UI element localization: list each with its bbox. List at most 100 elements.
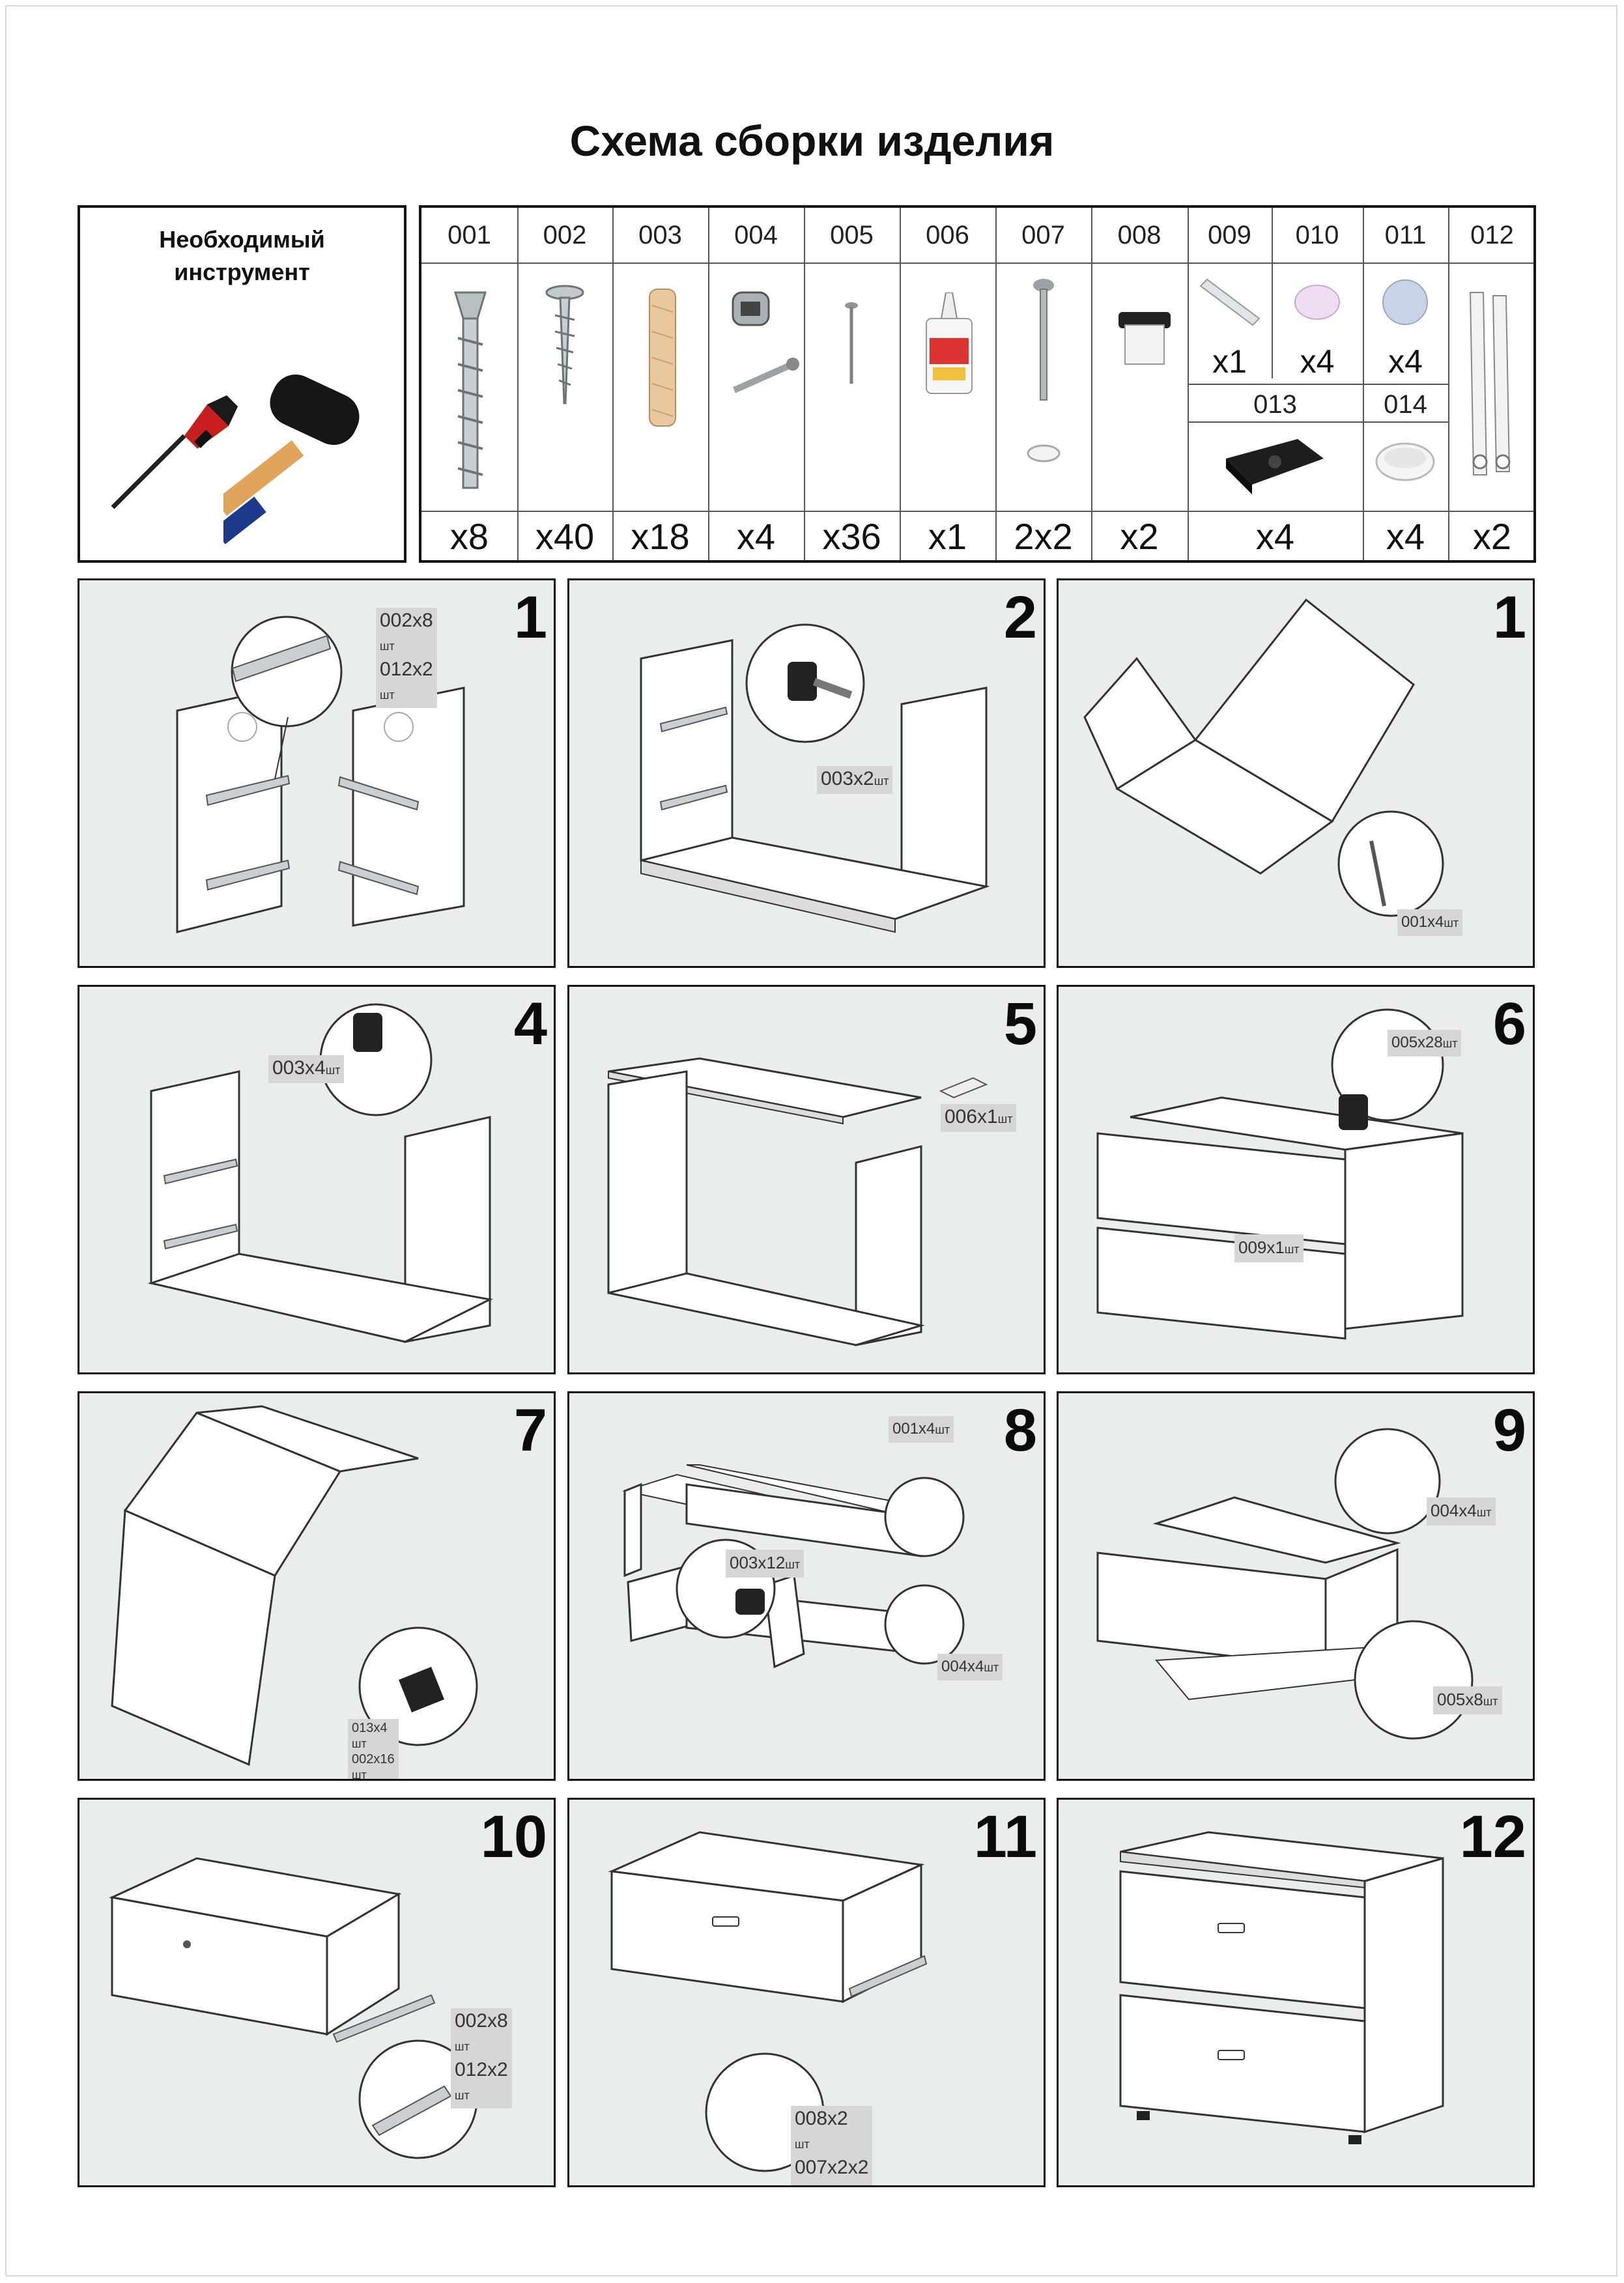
step-number: 2 bbox=[1003, 584, 1037, 651]
part-qty: x18 bbox=[631, 516, 690, 557]
tools-title: Необходимый инструмент bbox=[80, 223, 404, 289]
part-qty: x4 bbox=[1255, 516, 1295, 557]
part-qty: x40 bbox=[535, 516, 595, 557]
part-code: 008 bbox=[1117, 221, 1161, 249]
callout-unit: шт bbox=[935, 1423, 950, 1436]
part-code: 014 bbox=[1384, 390, 1427, 419]
parts-table: 001 002 003 004 005 006 007 008 009 010 … bbox=[419, 205, 1536, 563]
assembly-illustration bbox=[1083, 598, 1444, 917]
assembly-illustration bbox=[1096, 1008, 1464, 1340]
assembly-illustration bbox=[111, 1405, 478, 1766]
step-panel: 9 004x4шт 005x8шт bbox=[1057, 1391, 1535, 1781]
callout-unit: шт bbox=[455, 2089, 470, 2102]
parts-callout: 003x2шт bbox=[817, 766, 893, 794]
part-qty: x4 bbox=[736, 516, 776, 557]
step-number: 9 bbox=[1492, 1397, 1526, 1464]
col-divider bbox=[1448, 208, 1449, 560]
callout-text: 003x4 bbox=[272, 1057, 326, 1079]
callout-unit: шт bbox=[455, 2040, 470, 2053]
parts-callout: 004x4шт bbox=[937, 1654, 1003, 1680]
assembly-illustration bbox=[147, 1003, 493, 1343]
callout-text: 009x1 bbox=[1238, 1238, 1285, 1257]
step-panel: 5 006x1шт bbox=[567, 985, 1046, 1374]
part-qty: x2 bbox=[1472, 516, 1512, 557]
header-divider bbox=[421, 262, 1533, 264]
callout-unit: шт bbox=[325, 1064, 341, 1077]
step-number: 12 bbox=[1459, 1804, 1526, 1870]
callout-text: 006x1 bbox=[945, 1106, 998, 1127]
callout-unit: шт bbox=[1444, 916, 1459, 929]
assembly-illustration bbox=[176, 616, 465, 933]
parts-callout: 005x28шт bbox=[1388, 1030, 1462, 1056]
callout-unit: шт bbox=[874, 774, 889, 787]
callout-unit: шт bbox=[1483, 1695, 1498, 1708]
col-divider bbox=[708, 208, 709, 560]
callout-text: 001x4 bbox=[1401, 913, 1444, 931]
cam-lock-icon bbox=[732, 291, 799, 393]
callout-unit: шт bbox=[795, 2138, 810, 2151]
cap-icon bbox=[1382, 279, 1428, 325]
part-code: 003 bbox=[638, 221, 682, 249]
glide-icon bbox=[1375, 442, 1435, 481]
callout-unit: шт bbox=[1442, 1037, 1458, 1050]
parts-callout: 006x1шт bbox=[941, 1104, 1017, 1132]
part-qty: x1 bbox=[928, 516, 967, 557]
part-code: 011 bbox=[1384, 221, 1427, 249]
step-number: 10 bbox=[480, 1804, 547, 1870]
callout-text: 001x4 bbox=[892, 1420, 935, 1438]
part-code: 001 bbox=[448, 221, 491, 249]
parts-callout: 009x1шт bbox=[1234, 1234, 1303, 1262]
drawer-runner-icon bbox=[1469, 292, 1511, 475]
callout-text: 004x4 bbox=[1431, 1501, 1477, 1520]
parts-callout: 004x4шт bbox=[1427, 1497, 1496, 1525]
col-divider bbox=[1272, 208, 1273, 378]
callout-text: 008x2 bbox=[795, 2108, 848, 2129]
page-title: Схема сборки изделия bbox=[569, 117, 1055, 165]
step-number: 11 bbox=[973, 1804, 1037, 1870]
handle-screw-icon bbox=[1027, 279, 1061, 462]
part-code: 002 bbox=[543, 221, 587, 249]
callout-text: 002x8 bbox=[380, 610, 433, 631]
assembly-illustration bbox=[1119, 1831, 1444, 2144]
assembly-illustration bbox=[1096, 1428, 1474, 1740]
subrow-divider-top bbox=[1188, 384, 1448, 385]
col-divider bbox=[995, 208, 997, 560]
step-panel: 4 003x4шт bbox=[78, 985, 556, 1374]
parts-callout: 003x4шт bbox=[268, 1055, 345, 1083]
assembly-illustration bbox=[640, 623, 990, 933]
col-divider bbox=[1188, 208, 1189, 560]
part-qty: x8 bbox=[449, 516, 489, 557]
part-code: 009 bbox=[1208, 221, 1251, 249]
part-code: 010 bbox=[1295, 221, 1339, 249]
step-panel: 1 001x4шт bbox=[1057, 578, 1535, 968]
step-panel: 6 005x28шт 009x1шт bbox=[1057, 985, 1535, 1374]
col-divider bbox=[900, 208, 901, 560]
callout-unit: шт bbox=[380, 688, 395, 702]
parts-callout: 001x4шт bbox=[889, 1416, 954, 1443]
tools-box: Необходимый инструмент bbox=[78, 205, 406, 563]
step-number: 1 bbox=[513, 584, 547, 651]
step-number: 4 bbox=[513, 991, 547, 1057]
part-code: 013 bbox=[1253, 390, 1297, 419]
support-foot-icon bbox=[1226, 439, 1324, 494]
callout-text: 007x2x2 bbox=[795, 2157, 869, 2178]
step-number: 7 bbox=[513, 1397, 547, 1464]
col-divider bbox=[1091, 208, 1092, 560]
part-qty: x4 bbox=[1300, 343, 1335, 380]
tools-title-line1: Необходимый bbox=[159, 226, 325, 253]
callout-text: 005x28 bbox=[1391, 1034, 1443, 1051]
callout-unit: шт bbox=[1284, 1243, 1300, 1256]
page-frame bbox=[5, 5, 1617, 2276]
assembly-illustration bbox=[622, 1464, 965, 1669]
part-qty: x4 bbox=[1386, 516, 1425, 557]
glue-bottle-icon bbox=[926, 292, 973, 394]
part-qty: x36 bbox=[822, 516, 881, 557]
part-qty: x2 bbox=[1120, 516, 1159, 557]
parts-callout: 005x8шт bbox=[1433, 1686, 1502, 1714]
parts-callout: 001x4шт bbox=[1397, 909, 1463, 936]
